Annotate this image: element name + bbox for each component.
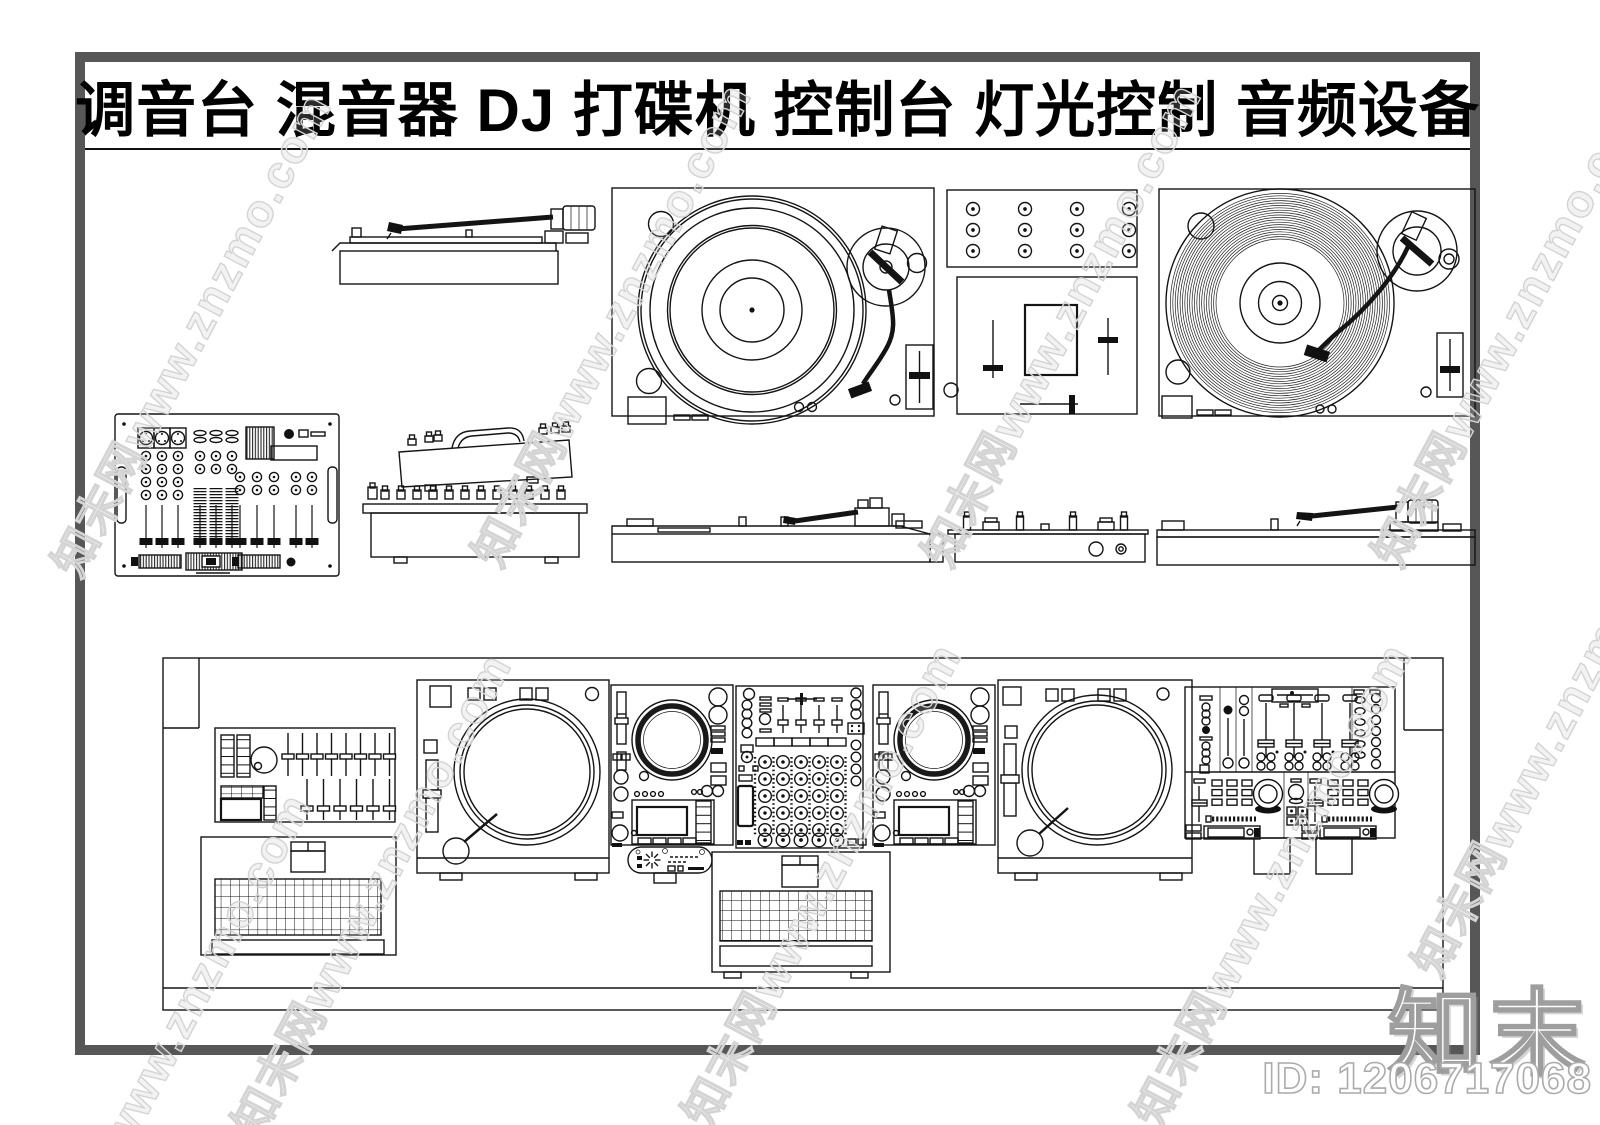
dj-mixer-center xyxy=(735,685,867,849)
item-id-label: ID: 1206717068 xyxy=(1262,1053,1592,1104)
effects-remote xyxy=(627,846,713,884)
keyboard-left xyxy=(200,836,397,956)
mixer-front-view xyxy=(362,482,588,564)
site-logo: 知末 xyxy=(1387,980,1593,1088)
cdj-player-right xyxy=(872,684,996,847)
keyboard-center xyxy=(711,851,891,979)
rack-mixer-unit xyxy=(1184,686,1400,875)
turntable-side-view-right xyxy=(1156,499,1476,566)
deck-right xyxy=(997,679,1193,881)
dj-booth-console-outline xyxy=(162,657,1444,1011)
turntable-side-view-small xyxy=(331,205,596,285)
dj-mixer-top-view xyxy=(943,189,1138,415)
turntable-side-view-middle xyxy=(611,497,931,563)
cdj-player-left xyxy=(610,684,734,847)
turntable-top-view-right xyxy=(1158,188,1476,419)
mixer-side-view xyxy=(929,511,1149,563)
mixing-console-top-view xyxy=(114,413,340,577)
deck-left xyxy=(416,679,610,881)
turntable-top-view-left xyxy=(611,187,935,425)
lighting-controller xyxy=(214,727,397,823)
title-bar: 调音台 混音器 DJ 打碟机 控制台 灯光控制 音频设备 xyxy=(75,62,1479,150)
mixer-angled-side-view xyxy=(398,421,573,492)
page-title: 调音台 混音器 DJ 打碟机 控制台 灯光控制 音频设备 xyxy=(75,76,1480,144)
